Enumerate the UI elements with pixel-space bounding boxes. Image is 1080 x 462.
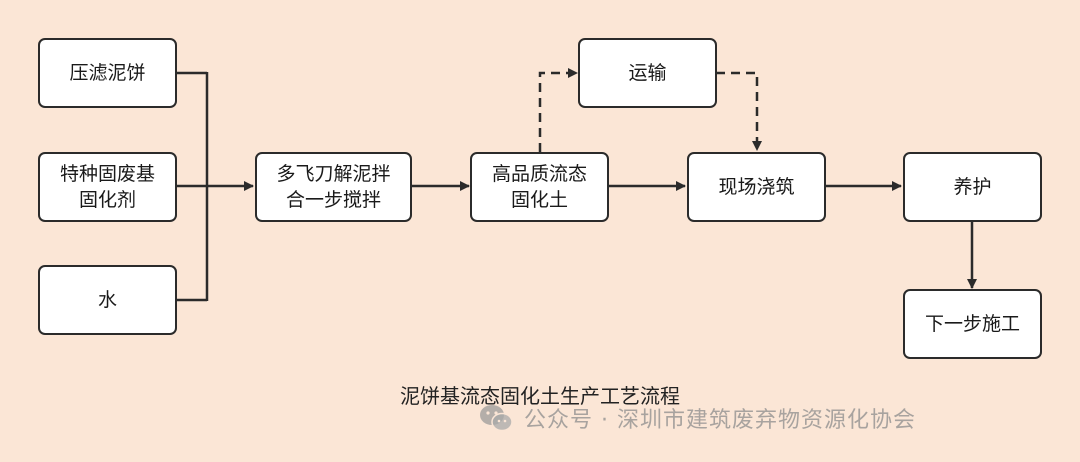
- watermark: 公众号 · 深圳市建筑废弃物资源化协会: [478, 402, 916, 434]
- watermark-text: 公众号 · 深圳市建筑废弃物资源化协会: [524, 408, 916, 433]
- node-water: 水: [38, 265, 177, 335]
- dashed-arrow-to-pour: [716, 71, 762, 151]
- node-mixer: 多飞刀解泥拌 合一步搅拌: [255, 152, 412, 222]
- wechat-icon: [480, 405, 513, 432]
- node-curing: 养护: [903, 152, 1042, 222]
- dashed-arrow-to-transport: [538, 68, 578, 152]
- node-next: 下一步施工: [903, 289, 1042, 359]
- node-flow-soil: 高品质流态 固化土: [470, 152, 609, 222]
- diagram-caption: 泥饼基流态固化土生产工艺流程: [400, 384, 680, 408]
- node-transport: 运输: [578, 38, 717, 108]
- node-filter-cake: 压滤泥饼: [38, 38, 177, 108]
- node-pour: 现场浇筑: [687, 152, 826, 222]
- node-solidifier: 特种固废基 固化剂: [38, 152, 177, 222]
